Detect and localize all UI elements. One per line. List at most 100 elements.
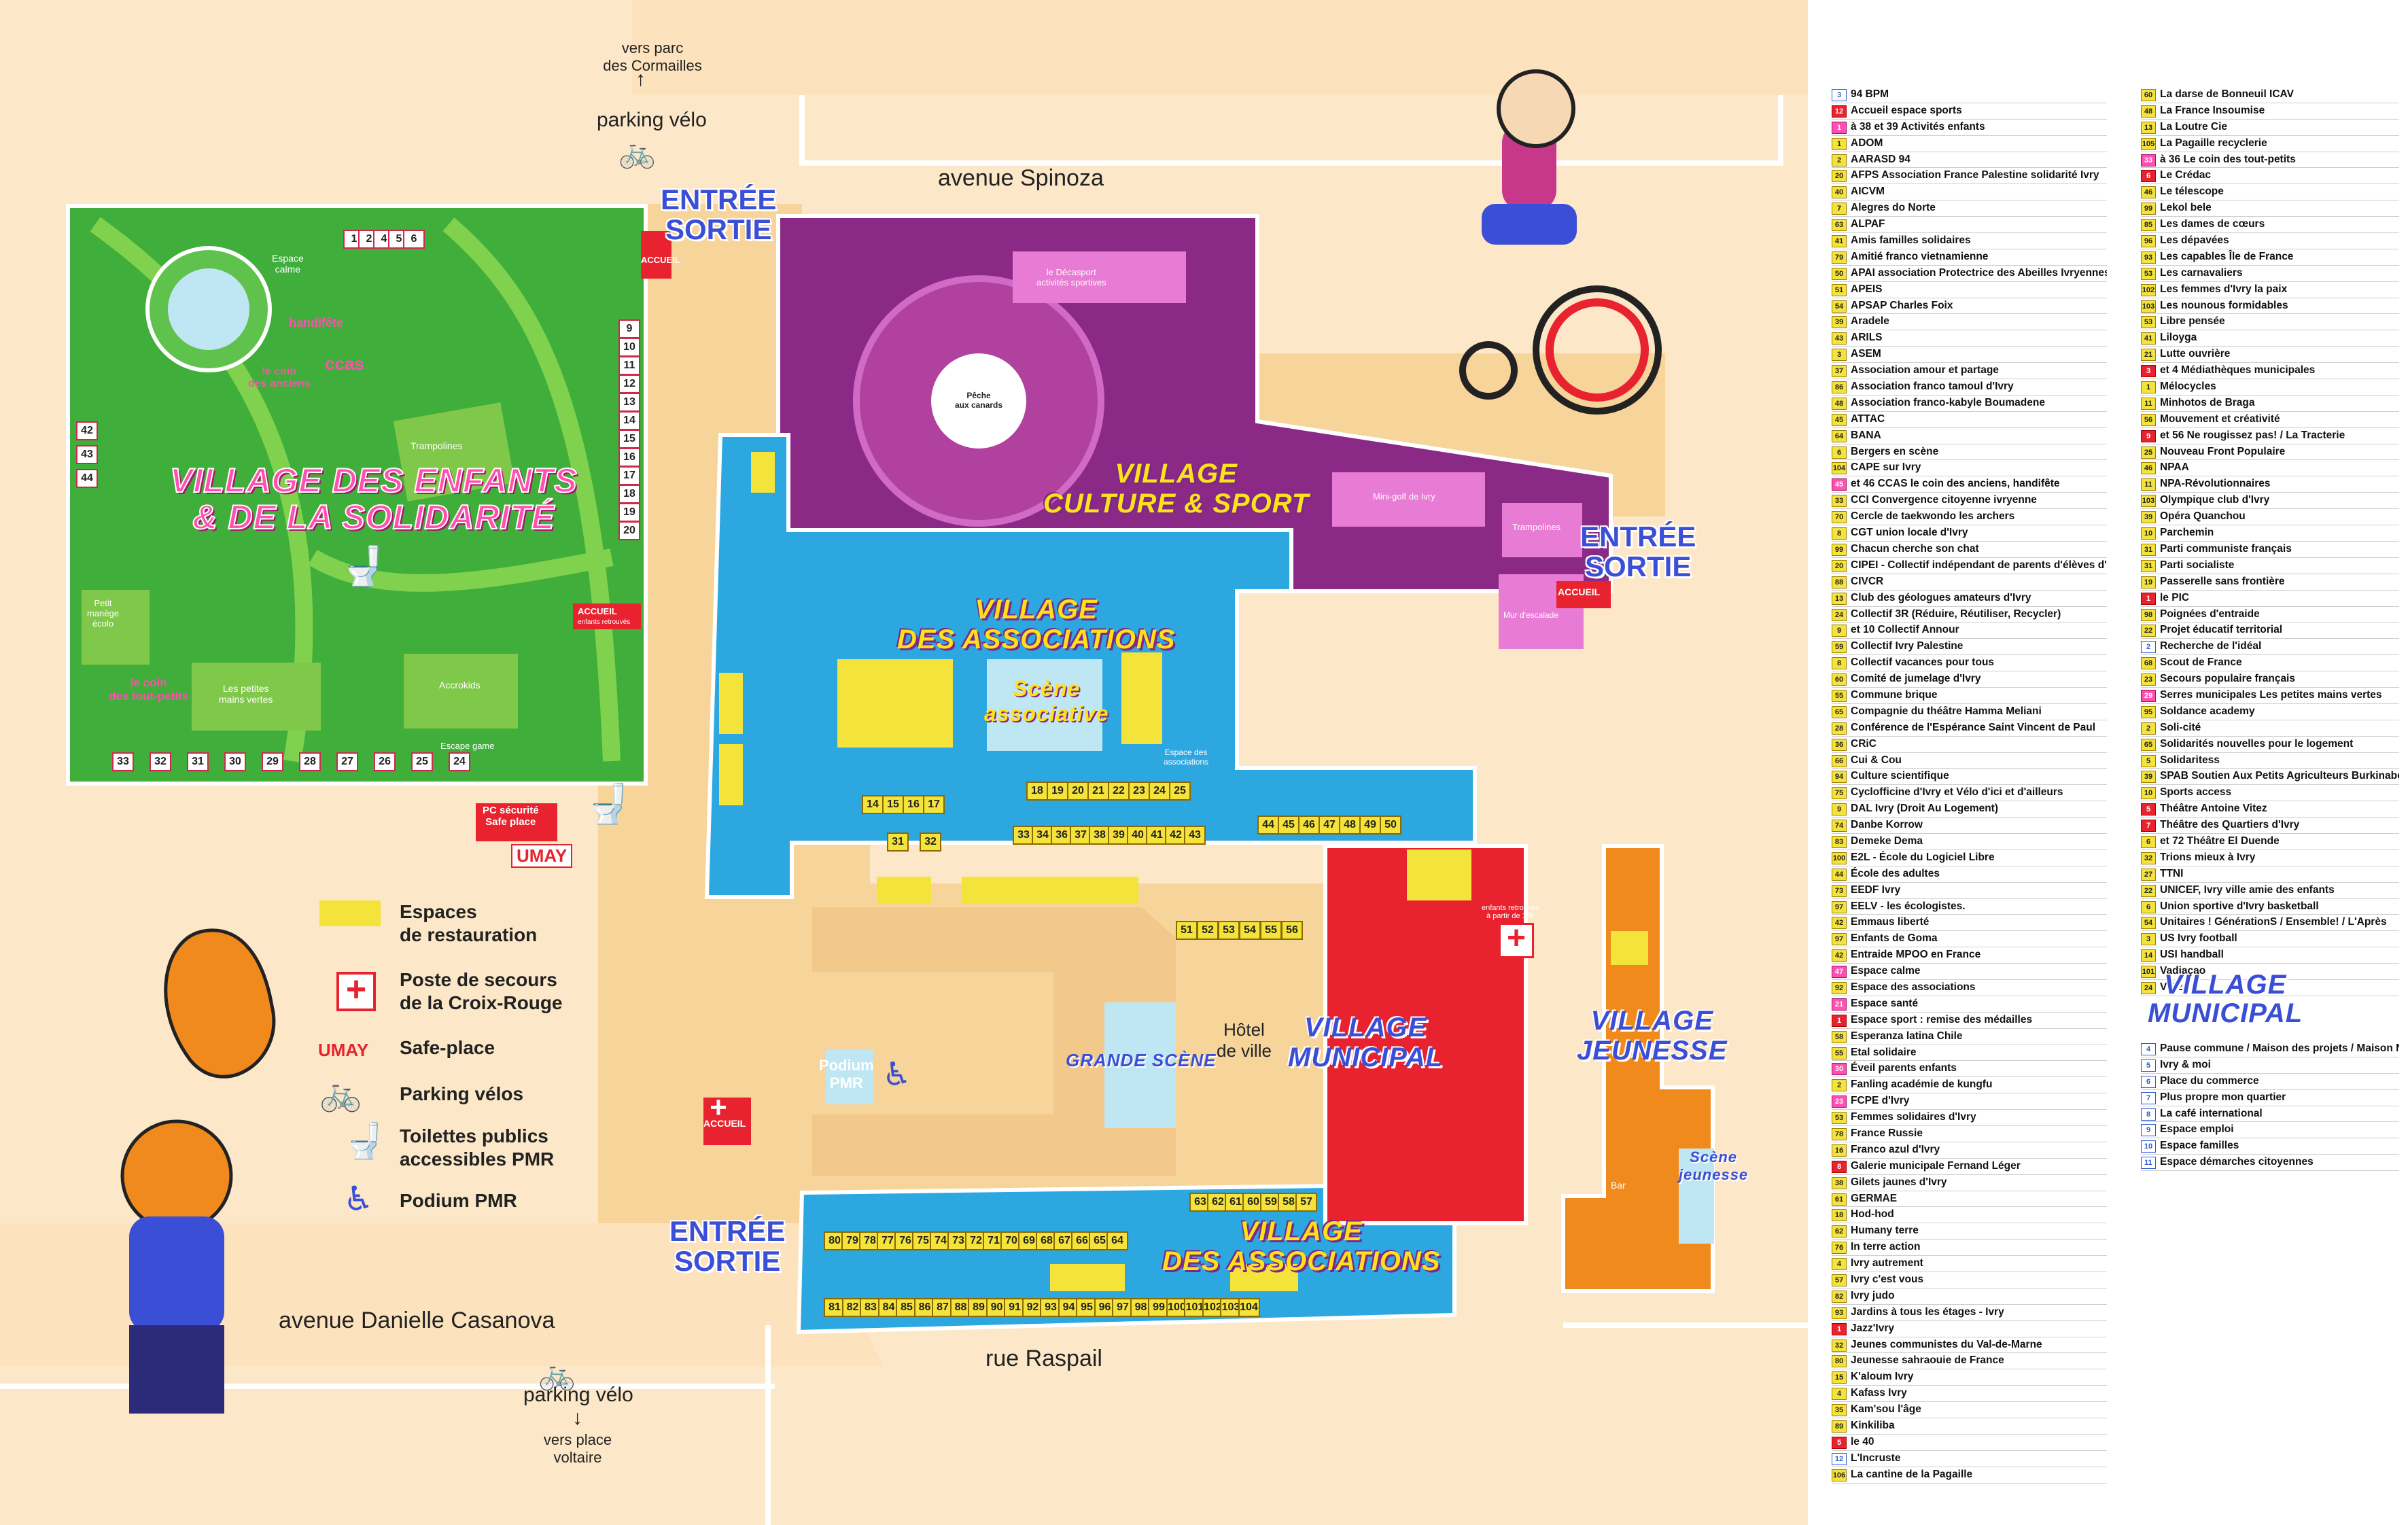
stand-marker[interactable]: 34	[1032, 826, 1053, 845]
stand-number-badge: 41	[1832, 235, 1847, 248]
stand-marker[interactable]: 27	[336, 752, 358, 771]
stand-marker[interactable]: 52	[1197, 921, 1219, 940]
stand-marker[interactable]: 47	[1319, 816, 1340, 835]
stand-marker[interactable]: 36	[1051, 826, 1072, 845]
stand-marker[interactable]: 19	[618, 503, 640, 522]
entrance-south[interactable]: ENTRÉE SORTIE	[669, 1215, 786, 1277]
stand-name: Union sportive d'Ivry basketball	[2160, 900, 2319, 912]
stand-marker[interactable]: 64	[1106, 1231, 1128, 1250]
stand-marker[interactable]: 10	[618, 338, 640, 357]
stand-marker[interactable]: 44	[1257, 816, 1279, 835]
stand-name: APEIS	[1851, 283, 1883, 295]
stand-marker[interactable]: 28	[299, 752, 321, 771]
stand-marker[interactable]: 42	[76, 421, 98, 440]
entrance-east[interactable]: ENTRÉE SORTIE	[1580, 521, 1696, 582]
village-enfants-title: VILLAGE DES ENFANTS & DE LA SOLIDARITÉ	[169, 461, 578, 536]
stand-marker[interactable]: 68	[1036, 1231, 1058, 1250]
stand-marker[interactable]: 15	[882, 795, 904, 814]
stand-name: VIE2S	[2160, 981, 2190, 993]
stand-marker[interactable]: 25	[411, 752, 433, 771]
stand-marker[interactable]: 18	[1026, 782, 1048, 801]
mur-escalade-label: Mur d'escalade	[1503, 610, 1558, 620]
restauration-box	[962, 877, 1050, 904]
stand-marker[interactable]: 17	[923, 795, 945, 814]
stand-marker[interactable]: 51	[1176, 921, 1198, 940]
stand-marker[interactable]: 45	[1278, 816, 1299, 835]
stand-number-badge: 55	[1832, 689, 1847, 702]
stand-marker[interactable]: 21	[1087, 782, 1109, 801]
stand-marker[interactable]: 44	[76, 469, 98, 488]
stand-marker[interactable]: 54	[1239, 921, 1261, 940]
stand-marker[interactable]: 30	[224, 752, 246, 771]
stand-marker[interactable]: 33	[1013, 826, 1034, 845]
stand-marker[interactable]: 26	[374, 752, 396, 771]
stand-marker[interactable]: 31	[887, 832, 909, 852]
stand-marker[interactable]: 57	[1295, 1193, 1317, 1212]
stand-marker[interactable]: 19	[1047, 782, 1068, 801]
stand-marker[interactable]: 56	[1281, 921, 1303, 940]
stand-marker[interactable]: 16	[903, 795, 924, 814]
stand-name: La France Insoumise	[2160, 104, 2265, 116]
stand-marker[interactable]: 16	[618, 448, 640, 467]
stand-marker[interactable]: 23	[1128, 782, 1150, 801]
stand-marker[interactable]: 33	[112, 752, 134, 771]
stand-marker[interactable]: 74	[930, 1231, 952, 1250]
stand-marker[interactable]: 13	[618, 393, 640, 412]
stand-marker[interactable]: 82	[841, 1298, 864, 1317]
stand-marker[interactable]: 104	[1238, 1298, 1260, 1317]
stand-number-badge: 56	[2141, 413, 2156, 426]
stand-number-badge: 32	[2141, 852, 2156, 864]
stand-marker[interactable]: 49	[1359, 816, 1381, 835]
stand-number-badge: 48	[2141, 105, 2156, 118]
stand-name: et 4 Médiathèques municipales	[2160, 364, 2316, 376]
stand-number-badge: 89	[1832, 1420, 1847, 1433]
stand-marker[interactable]: 48	[1339, 816, 1361, 835]
stand-marker[interactable]: 14	[618, 411, 640, 430]
entrance-north[interactable]: ENTRÉE SORTIE	[661, 183, 777, 245]
stand-marker[interactable]: 29	[262, 752, 283, 771]
stand-name: Espace calme	[1851, 965, 1921, 977]
stand-marker[interactable]: 12	[618, 374, 640, 393]
stand-marker[interactable]: 24	[449, 752, 470, 771]
accueil-label: ACCUEIL	[641, 255, 680, 265]
stand-marker[interactable]: 24	[1149, 782, 1170, 801]
stand-marker[interactable]: 79	[841, 1231, 863, 1250]
stand-marker[interactable]: 14	[862, 795, 884, 814]
stand-marker[interactable]: 43	[76, 445, 98, 464]
stand-name: Parti communiste français	[2160, 542, 2292, 555]
stand-marker[interactable]: 17	[618, 466, 640, 485]
stand-marker[interactable]: 55	[1260, 921, 1282, 940]
stand-marker[interactable]: 32	[920, 832, 941, 852]
stand-marker[interactable]: 25	[1169, 782, 1191, 801]
stand-marker[interactable]: 9	[618, 319, 640, 338]
stand-name: Parchemin	[2160, 527, 2214, 539]
stand-marker[interactable]: 78	[859, 1231, 881, 1250]
stand-marker[interactable]: 11	[618, 356, 640, 375]
stand-marker[interactable]: 43	[1184, 826, 1206, 845]
stand-marker[interactable]: 6	[403, 230, 425, 249]
stand-marker[interactable]: 32	[150, 752, 171, 771]
stand-marker[interactable]: 50	[1380, 816, 1401, 835]
accueil-box	[703, 1098, 751, 1145]
stand-marker[interactable]: 46	[1298, 816, 1320, 835]
stand-marker[interactable]: 20	[1067, 782, 1089, 801]
stand-marker[interactable]: 15	[618, 430, 640, 449]
stand-marker[interactable]: 42	[1165, 826, 1187, 845]
stand-marker[interactable]: 95	[1076, 1298, 1098, 1317]
stand-marker[interactable]: 53	[1218, 921, 1240, 940]
stand-name: le PIC	[2160, 591, 2190, 603]
stand-marker[interactable]: 31	[187, 752, 209, 771]
stand-marker[interactable]: 22	[1108, 782, 1130, 801]
parking-velo-bottom-label: parking vélo	[523, 1384, 633, 1406]
stand-marker[interactable]: 20	[618, 521, 640, 540]
stand-marker[interactable]: 38	[1089, 826, 1111, 845]
stand-marker[interactable]: 18	[618, 485, 640, 504]
